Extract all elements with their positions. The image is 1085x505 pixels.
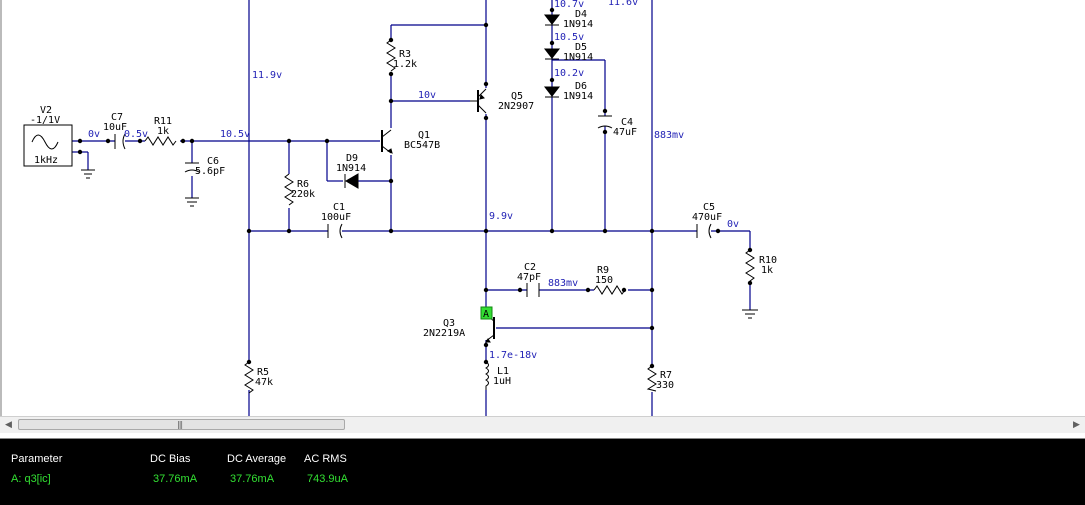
q1-value: BC547B: [404, 140, 440, 151]
v2-name: V2: [40, 105, 52, 116]
d6-name: D6: [575, 81, 587, 92]
r9-name: R9: [597, 265, 609, 276]
r11-name: R11: [154, 116, 172, 127]
voltage-d4-top: 10.7v: [554, 0, 584, 10]
ground-symbols: [81, 169, 758, 319]
row-parameter[interactable]: A: q3[ic]: [11, 473, 51, 485]
d9-value: 1N914: [336, 163, 366, 174]
c2-value: 47pF: [517, 272, 541, 283]
r5-value: 47k: [255, 377, 273, 388]
c6-value: 5.6pF: [195, 166, 225, 177]
panel-separator[interactable]: [0, 433, 1085, 439]
r10-value: 1k: [761, 265, 773, 276]
r9-value: 150: [595, 275, 613, 286]
scrollbar-grip-icon: |||: [177, 420, 183, 429]
voltage-d6: 10.2v: [554, 68, 584, 79]
header-parameter: Parameter: [11, 453, 63, 465]
c7-name: C7: [111, 112, 123, 123]
voltage-c7: 0.5v: [124, 129, 148, 140]
header-dc-average: DC Average: [227, 453, 287, 465]
voltage-left-rail: 11.9v: [252, 70, 282, 81]
schematic-canvas[interactable]: A V2 -1/1V 1kHz C7 10uF R11 1k C6 5.6pF …: [0, 0, 1085, 416]
probe-marker[interactable]: [480, 306, 493, 320]
voltage-output: 0v: [727, 219, 739, 230]
l1-name: L1: [497, 366, 509, 377]
sine-wave-icon: [31, 134, 59, 150]
q1-name: Q1: [418, 130, 430, 141]
voltage-q3-emitter: 1.7e-18v: [489, 350, 537, 361]
d4-name: D4: [575, 9, 587, 20]
r10-name: R10: [759, 255, 777, 266]
c1-value: 100uF: [321, 212, 351, 223]
row-ac-rms: 743.9uA: [307, 473, 348, 485]
r7-value: 330: [656, 380, 674, 391]
voltage-r9: 883mv: [548, 278, 578, 289]
voltage-base: 10.5v: [220, 129, 250, 140]
c4-value: 47uF: [613, 127, 637, 138]
c7-value: 10uF: [103, 122, 127, 133]
c5-value: 470uF: [692, 212, 722, 223]
r11-value: 1k: [157, 126, 169, 137]
v2-freq: 1kHz: [34, 155, 58, 166]
scroll-left-arrow-icon[interactable]: ◀: [5, 420, 12, 430]
q3-name: Q3: [443, 318, 455, 329]
scroll-right-arrow-icon[interactable]: ▶: [1073, 420, 1080, 430]
voltage-q5-base: 10v: [418, 90, 436, 101]
d9-name: D9: [346, 153, 358, 164]
q5-value: 2N2907: [498, 101, 534, 112]
scrollbar-thumb[interactable]: |||: [18, 419, 345, 430]
r3-name: R3: [399, 49, 411, 60]
voltage-mid: 9.9v: [489, 211, 513, 222]
d4-value: 1N914: [563, 19, 593, 30]
junction-dots: [77, 7, 753, 369]
row-dc-bias: 37.76mA: [153, 473, 198, 485]
header-dc-bias: DC Bias: [150, 453, 191, 465]
r6-name: R6: [297, 179, 309, 190]
c6-name: C6: [207, 156, 219, 167]
v2-value: -1/1V: [30, 115, 60, 126]
r5-name: R5: [257, 367, 269, 378]
circuit-diagram[interactable]: A V2 -1/1V 1kHz C7 10uF R11 1k C6 5.6pF …: [0, 0, 1085, 416]
probe-label: A: [483, 309, 489, 320]
header-ac-rms: AC RMS: [304, 453, 347, 465]
q3-value: 2N2219A: [423, 328, 465, 339]
d6-value: 1N914: [563, 91, 593, 102]
row-dc-average: 37.76mA: [230, 473, 275, 485]
c2-name: C2: [524, 262, 536, 273]
horizontal-scrollbar[interactable]: ◀ ||| ▶: [0, 416, 1085, 433]
r3-value: 1.2k: [393, 59, 417, 70]
r7-name: R7: [660, 370, 672, 381]
c4-name: C4: [621, 117, 633, 128]
voltage-top-right: 11.6v: [608, 0, 638, 8]
r6-value: 220k: [291, 189, 315, 200]
c1-name: C1: [333, 202, 345, 213]
v2-source[interactable]: [23, 124, 73, 167]
voltage-c4: 883mv: [654, 130, 684, 141]
l1-value: 1uH: [493, 376, 511, 387]
d5-name: D5: [575, 42, 587, 53]
measurement-panel: Parameter DC Bias DC Average AC RMS A: q…: [0, 439, 1085, 505]
wires: [72, 0, 751, 416]
q5-name: Q5: [511, 91, 523, 102]
voltage-d5: 10.5v: [554, 32, 584, 43]
c5-name: C5: [703, 202, 715, 213]
voltage-input: 0v: [88, 129, 100, 140]
d5-value: 1N914: [563, 52, 593, 63]
